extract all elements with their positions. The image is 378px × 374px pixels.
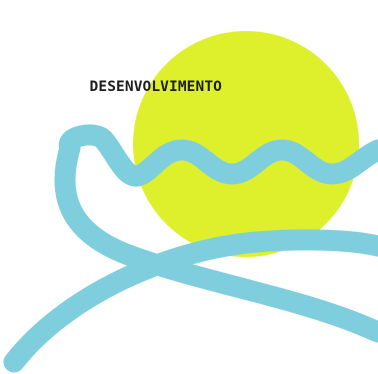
sweep-ribbon-shape [3, 229, 378, 373]
heading-container: DESENVOLVIMENTO [0, 77, 378, 99]
wavy-ribbon-shape [58, 124, 378, 187]
page-heading: DESENVOLVIMENTO [89, 79, 222, 95]
lime-circle-shape [133, 31, 359, 257]
loop-ribbon-shape [54, 137, 378, 343]
